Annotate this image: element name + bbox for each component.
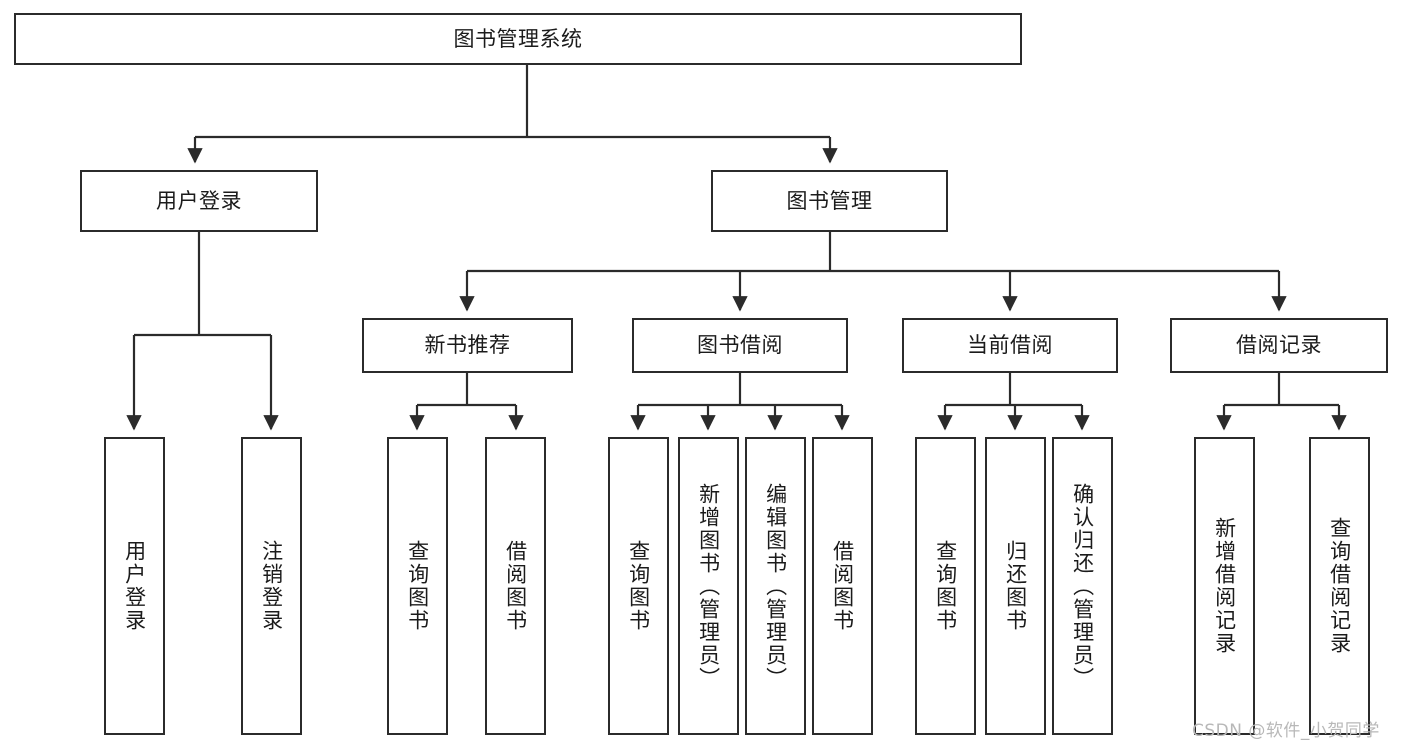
node-leaf-logout[interactable]: 注销登录: [241, 437, 302, 735]
node-leaf-edit-book[interactable]: 编辑图书（管理员）: [745, 437, 806, 735]
node-leaf-return-book-label: 归还图书: [1003, 540, 1028, 632]
node-leaf-query-book-3[interactable]: 查询图书: [915, 437, 976, 735]
node-leaf-query-book-2-label: 查询图书: [626, 540, 651, 632]
node-new-book-rec[interactable]: 新书推荐: [362, 318, 573, 373]
node-book-borrow-label: 图书借阅: [697, 333, 783, 358]
node-leaf-add-record-label: 新增借阅记录: [1212, 517, 1237, 655]
node-leaf-confirm-return[interactable]: 确认归还（管理员）: [1052, 437, 1113, 735]
node-book-manage[interactable]: 图书管理: [711, 170, 948, 232]
node-book-manage-label: 图书管理: [786, 188, 873, 213]
node-leaf-edit-book-label: 编辑图书（管理员）: [763, 482, 788, 690]
node-root[interactable]: 图书管理系统: [14, 13, 1022, 65]
node-current-borrow[interactable]: 当前借阅: [902, 318, 1118, 373]
node-leaf-borrow-book-1-label: 借阅图书: [503, 540, 528, 632]
node-leaf-user-login-label: 用户登录: [122, 540, 147, 632]
node-leaf-query-record[interactable]: 查询借阅记录: [1309, 437, 1370, 735]
node-leaf-borrow-book-2[interactable]: 借阅图书: [812, 437, 873, 735]
node-user-login-label: 用户登录: [156, 188, 242, 213]
node-book-borrow[interactable]: 图书借阅: [632, 318, 848, 373]
node-borrow-record-label: 借阅记录: [1236, 333, 1322, 358]
node-leaf-query-book-3-label: 查询图书: [933, 540, 958, 632]
node-new-book-rec-label: 新书推荐: [424, 333, 511, 358]
node-leaf-return-book[interactable]: 归还图书: [985, 437, 1046, 735]
csdn-watermark: CSDN @软件_小贺同学: [1192, 721, 1380, 741]
node-current-borrow-label: 当前借阅: [967, 333, 1053, 358]
node-leaf-logout-label: 注销登录: [259, 540, 284, 632]
node-leaf-borrow-book-1[interactable]: 借阅图书: [485, 437, 546, 735]
node-leaf-borrow-book-2-label: 借阅图书: [830, 540, 855, 632]
node-leaf-query-book-1-label: 查询图书: [405, 540, 430, 632]
node-leaf-add-book-label: 新增图书（管理员）: [696, 482, 721, 690]
node-leaf-confirm-return-label: 确认归还（管理员）: [1070, 482, 1095, 690]
node-leaf-query-record-label: 查询借阅记录: [1327, 517, 1352, 655]
node-leaf-query-book-1[interactable]: 查询图书: [387, 437, 448, 735]
node-user-login[interactable]: 用户登录: [80, 170, 318, 232]
node-borrow-record[interactable]: 借阅记录: [1170, 318, 1388, 373]
node-leaf-add-record[interactable]: 新增借阅记录: [1194, 437, 1255, 735]
node-leaf-add-book[interactable]: 新增图书（管理员）: [678, 437, 739, 735]
node-leaf-user-login[interactable]: 用户登录: [104, 437, 165, 735]
node-root-label: 图书管理系统: [453, 26, 583, 51]
node-leaf-query-book-2[interactable]: 查询图书: [608, 437, 669, 735]
